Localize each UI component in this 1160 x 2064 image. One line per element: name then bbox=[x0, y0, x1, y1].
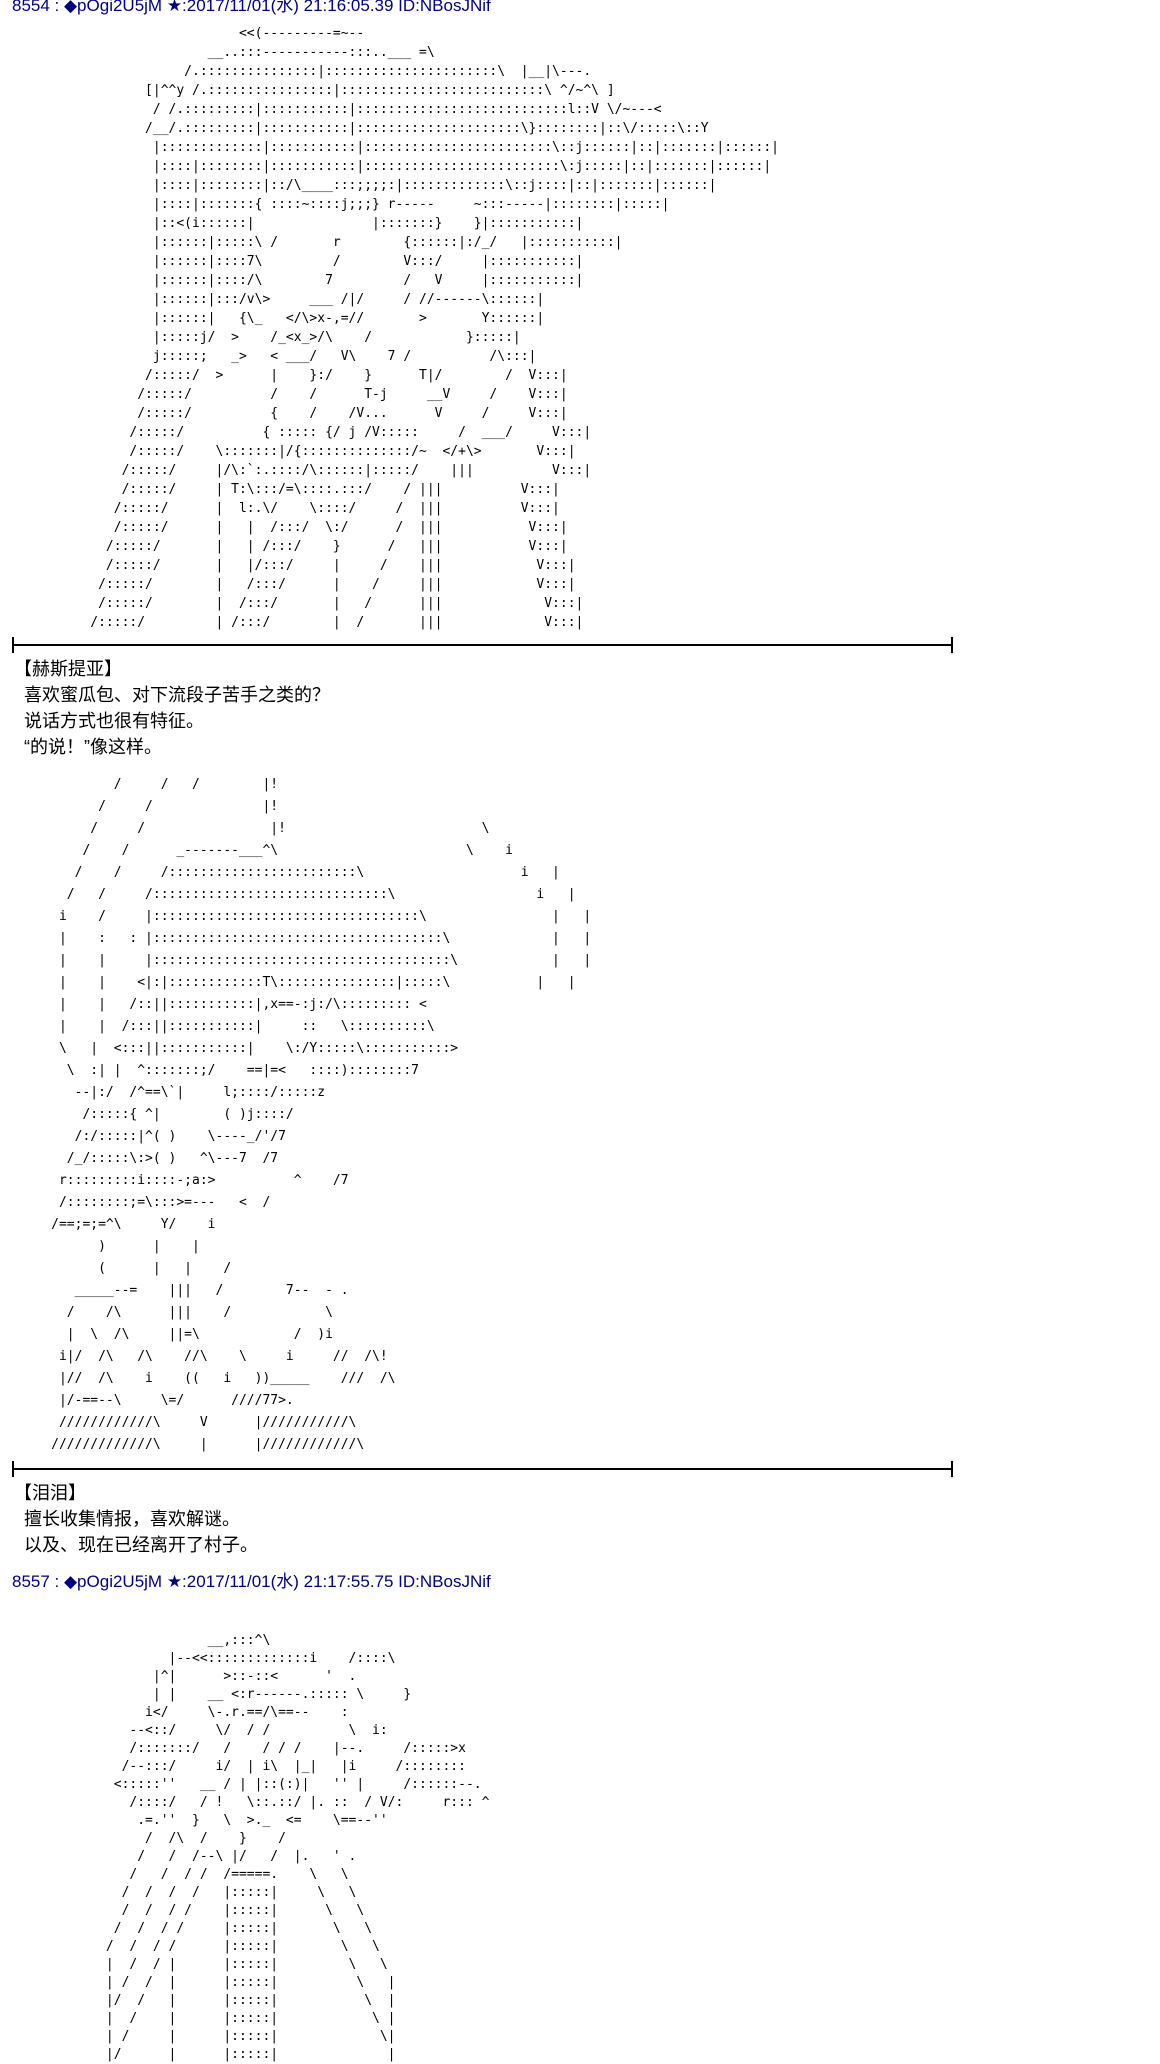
divider-line bbox=[12, 1461, 953, 1477]
dialogue-lines: 擅长收集情报，喜欢解谜。 以及、现在已经离开了村子。 bbox=[24, 1509, 259, 1555]
ascii-art-lily: / / / |! / / |! / / |! \ / / _-------___… bbox=[51, 777, 592, 1452]
post-header: 8554 : ◆pOgi2U5jM ★:2017/11/01(水) 21:16:… bbox=[12, 0, 491, 15]
ascii-art-hestia: <<(---------=~-- __..:::-----------:::..… bbox=[90, 26, 780, 630]
dialogue-lily: 【泪泪】 擅长收集情报，喜欢解谜。 以及、现在已经离开了村子。 bbox=[14, 1480, 1160, 1558]
ascii-art-chibi: __,:::^\ |--<<:::::::::::::i /::::\ |^| … bbox=[105, 1633, 490, 2062]
post-8554: 8554 : ◆pOgi2U5jM ★:2017/11/01(水) 21:16:… bbox=[12, 0, 1160, 1558]
divider-line bbox=[12, 637, 953, 653]
character-name: 【赫斯提亚】 bbox=[14, 659, 122, 679]
dialogue-lines: 喜欢蜜瓜包、对下流段子苦手之类的？ 说话方式也很有特征。 “的说！”像这样。 bbox=[24, 685, 331, 757]
dialogue-hestia: 【赫斯提亚】 喜欢蜜瓜包、对下流段子苦手之类的？ 说话方式也很有特征。 “的说！… bbox=[14, 656, 1160, 760]
post-8557: 8557 : ◆pOgi2U5jM ★:2017/11/01(水) 21:17:… bbox=[12, 1572, 1160, 2064]
post-header: 8557 : ◆pOgi2U5jM ★:2017/11/01(水) 21:17:… bbox=[12, 1572, 491, 1591]
character-name: 【泪泪】 bbox=[14, 1483, 86, 1503]
